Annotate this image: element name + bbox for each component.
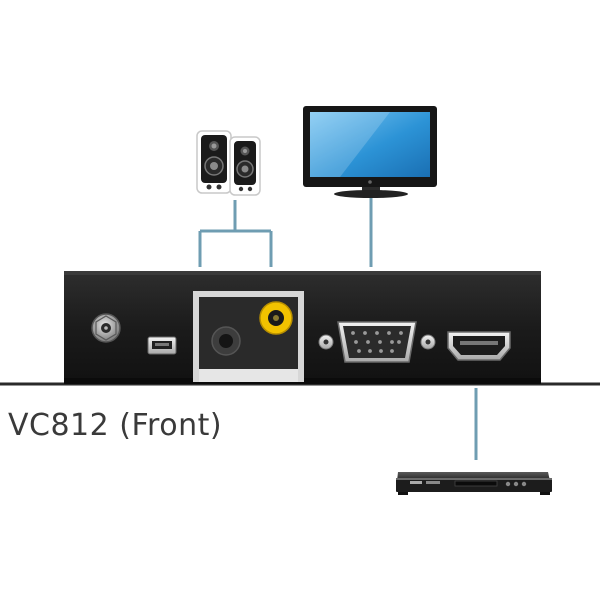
power-jack xyxy=(91,313,121,343)
vga-port xyxy=(318,321,436,363)
speaker-connector-line xyxy=(198,200,273,267)
connector-lines xyxy=(198,196,478,460)
mini-usb-port xyxy=(147,336,177,355)
audio-panel xyxy=(193,291,304,382)
speakers-icon xyxy=(196,130,261,196)
audio-out-jack xyxy=(211,326,241,356)
rca-audio-jack xyxy=(259,301,293,335)
device-caption: VC812 (Front) xyxy=(8,408,223,443)
hdmi-port xyxy=(447,331,511,361)
dvd-player-icon xyxy=(396,472,552,495)
monitor-icon xyxy=(303,106,437,198)
